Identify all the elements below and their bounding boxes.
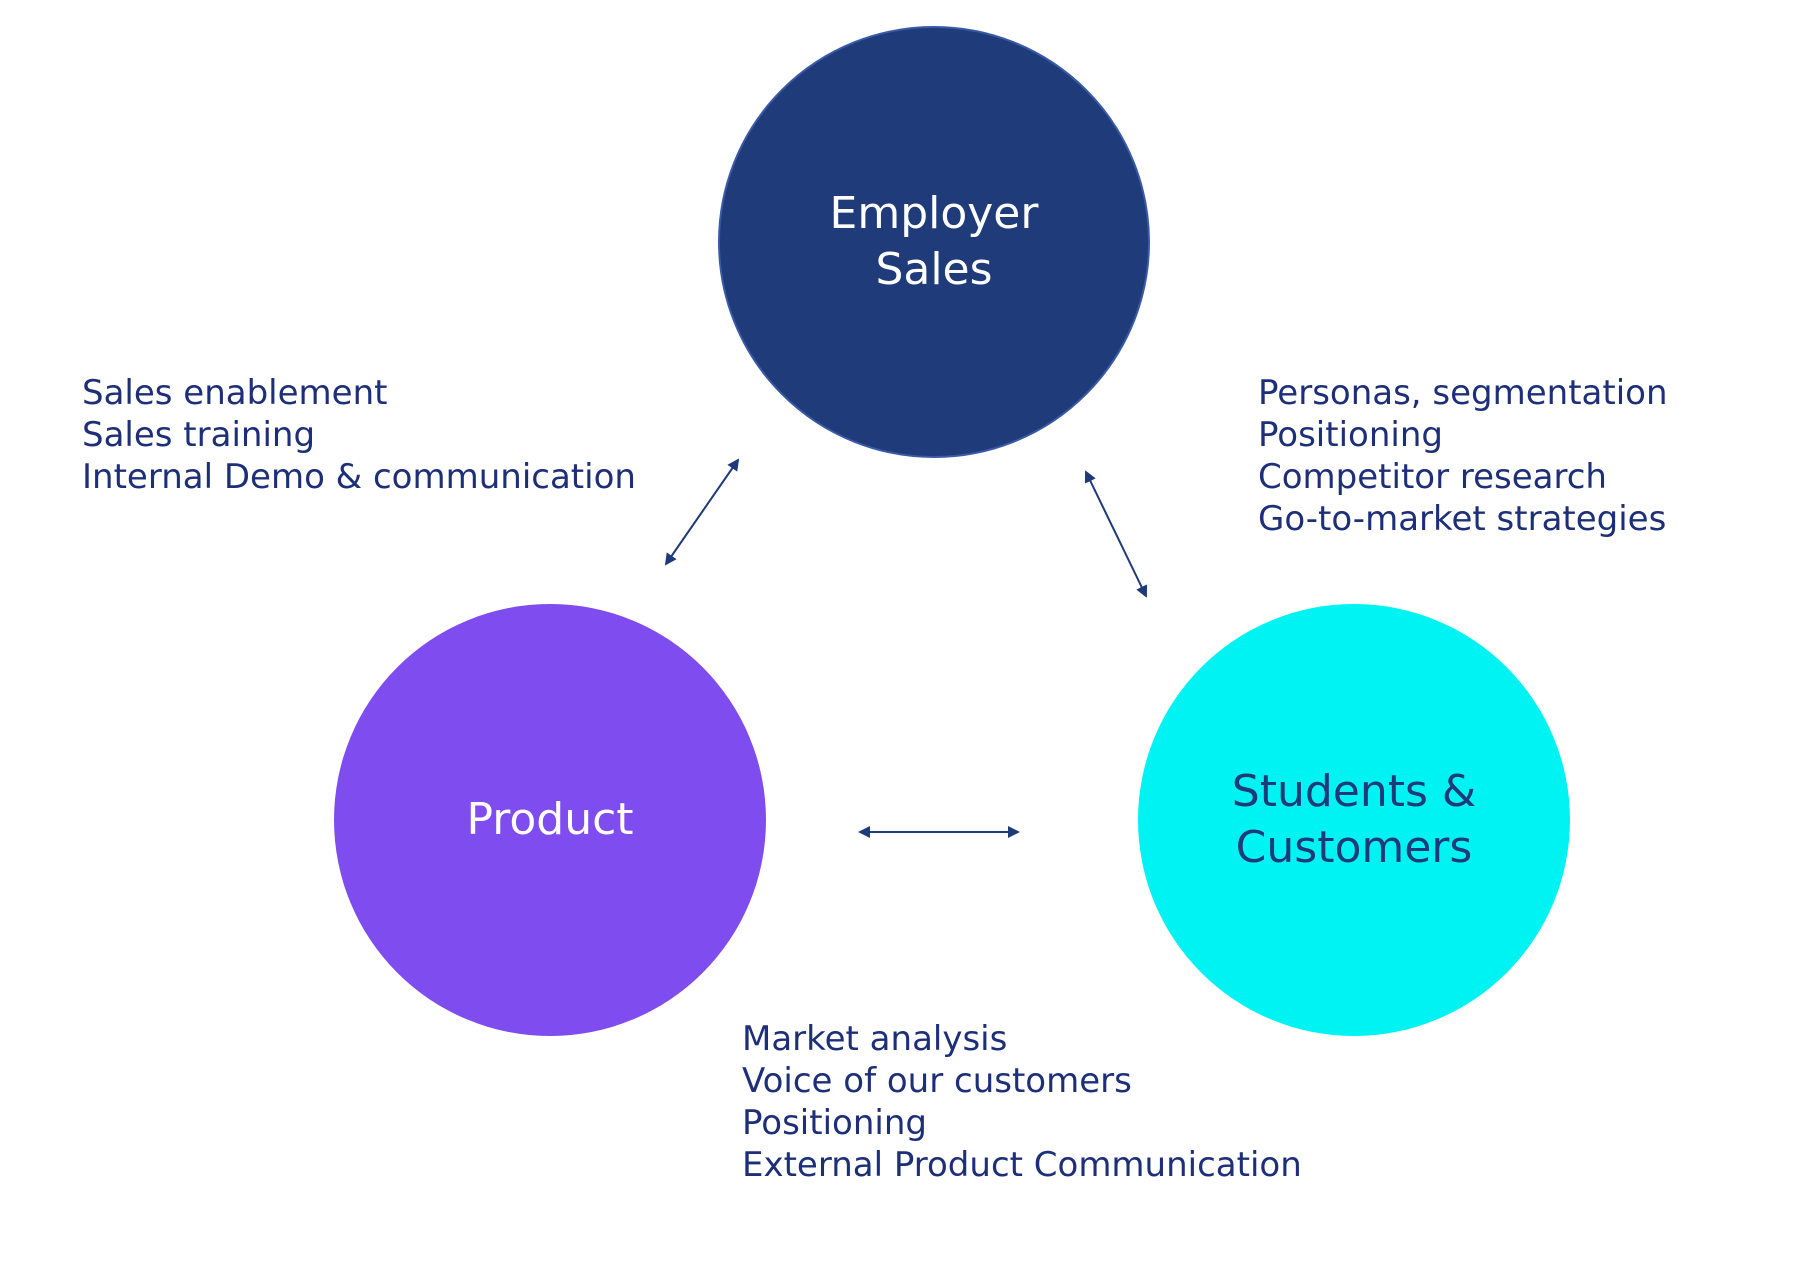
note-item: Sales enablement xyxy=(82,373,388,413)
note-item: Voice of our customers xyxy=(742,1061,1132,1101)
product-label: Product xyxy=(466,794,634,845)
note-item: Competitor research xyxy=(1258,457,1607,497)
product-circle: Product xyxy=(334,604,766,1036)
sales-students-arrow xyxy=(1084,470,1148,598)
employer-sales-label: Employer Sales xyxy=(829,188,1039,295)
note-item: Positioning xyxy=(1258,415,1443,455)
students-customers-label: Students & Customers xyxy=(1231,766,1477,873)
note-item: Sales training xyxy=(82,415,316,455)
note-item: Market analysis xyxy=(742,1019,1008,1059)
sales-students-note: Personas, segmentation Positioning Compe… xyxy=(1258,372,1668,540)
note-item: Go-to-market strategies xyxy=(1258,499,1667,539)
employer-sales-circle: Employer Sales xyxy=(718,26,1150,458)
students-customers-circle: Students & Customers xyxy=(1138,604,1570,1036)
note-item: Internal Demo & communication xyxy=(82,457,636,497)
sales-product-arrow xyxy=(664,458,740,566)
product-students-note: Market analysis Voice of our customers P… xyxy=(742,1018,1302,1186)
note-item: Personas, segmentation xyxy=(1258,373,1668,413)
note-item: Positioning xyxy=(742,1103,927,1143)
sales-product-note: Sales enablement Sales training Internal… xyxy=(82,372,636,498)
note-item: External Product Communication xyxy=(742,1145,1302,1185)
